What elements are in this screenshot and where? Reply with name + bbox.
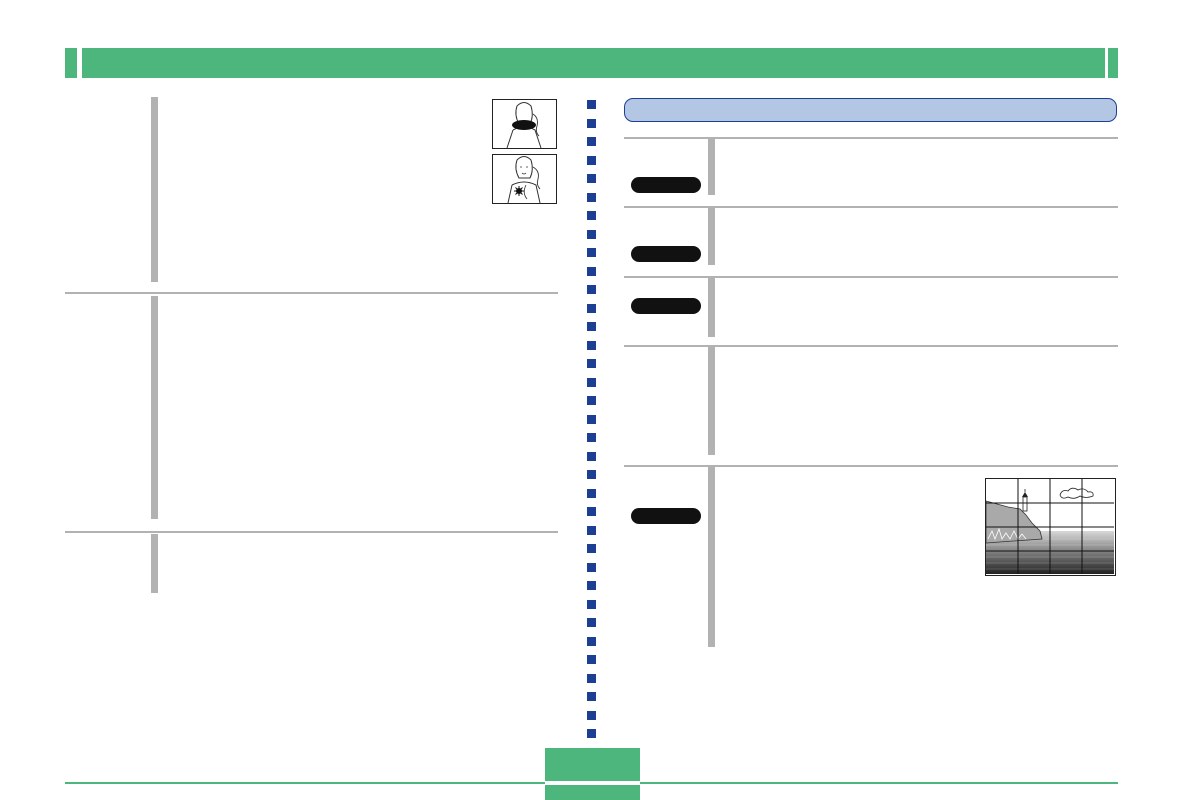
header-left-cap xyxy=(65,48,77,78)
right-rule-2 xyxy=(708,208,715,265)
header-right-cap xyxy=(1108,48,1118,78)
landscape-grid-illustration xyxy=(985,478,1116,576)
right-separator-1 xyxy=(624,137,1118,139)
right-separator-3 xyxy=(624,276,1118,278)
mode-label-pill-4 xyxy=(631,508,701,524)
page-number-tab xyxy=(545,748,640,781)
section-header xyxy=(624,98,1117,122)
right-separator-2 xyxy=(624,206,1118,208)
header-bar xyxy=(82,48,1105,78)
left-separator-1 xyxy=(65,292,558,294)
mode-label-pill-1 xyxy=(631,177,701,193)
left-rule-1 xyxy=(151,97,158,282)
right-rule-5 xyxy=(708,467,715,647)
left-separator-2 xyxy=(65,531,558,533)
page-number-tab-bottom xyxy=(545,785,640,800)
woman-portrait-blur-icon xyxy=(506,102,542,149)
right-rule-3 xyxy=(708,278,715,337)
footer-line-left xyxy=(65,782,545,784)
portrait-blur-illustration xyxy=(492,99,557,149)
footer-line-right xyxy=(640,782,1118,784)
left-rule-3 xyxy=(151,534,158,593)
mode-label-pill-2 xyxy=(631,246,701,262)
right-separator-5 xyxy=(624,465,1118,467)
portrait-focus-illustration xyxy=(492,154,557,204)
right-separator-4 xyxy=(624,345,1118,347)
mode-label-pill-3 xyxy=(631,298,701,314)
lighthouse-landscape-icon xyxy=(985,479,1114,574)
right-rule-1 xyxy=(708,139,715,195)
right-rule-4 xyxy=(708,347,715,455)
left-rule-2 xyxy=(151,296,158,519)
column-divider xyxy=(587,100,596,740)
woman-portrait-focus-icon xyxy=(507,156,541,204)
